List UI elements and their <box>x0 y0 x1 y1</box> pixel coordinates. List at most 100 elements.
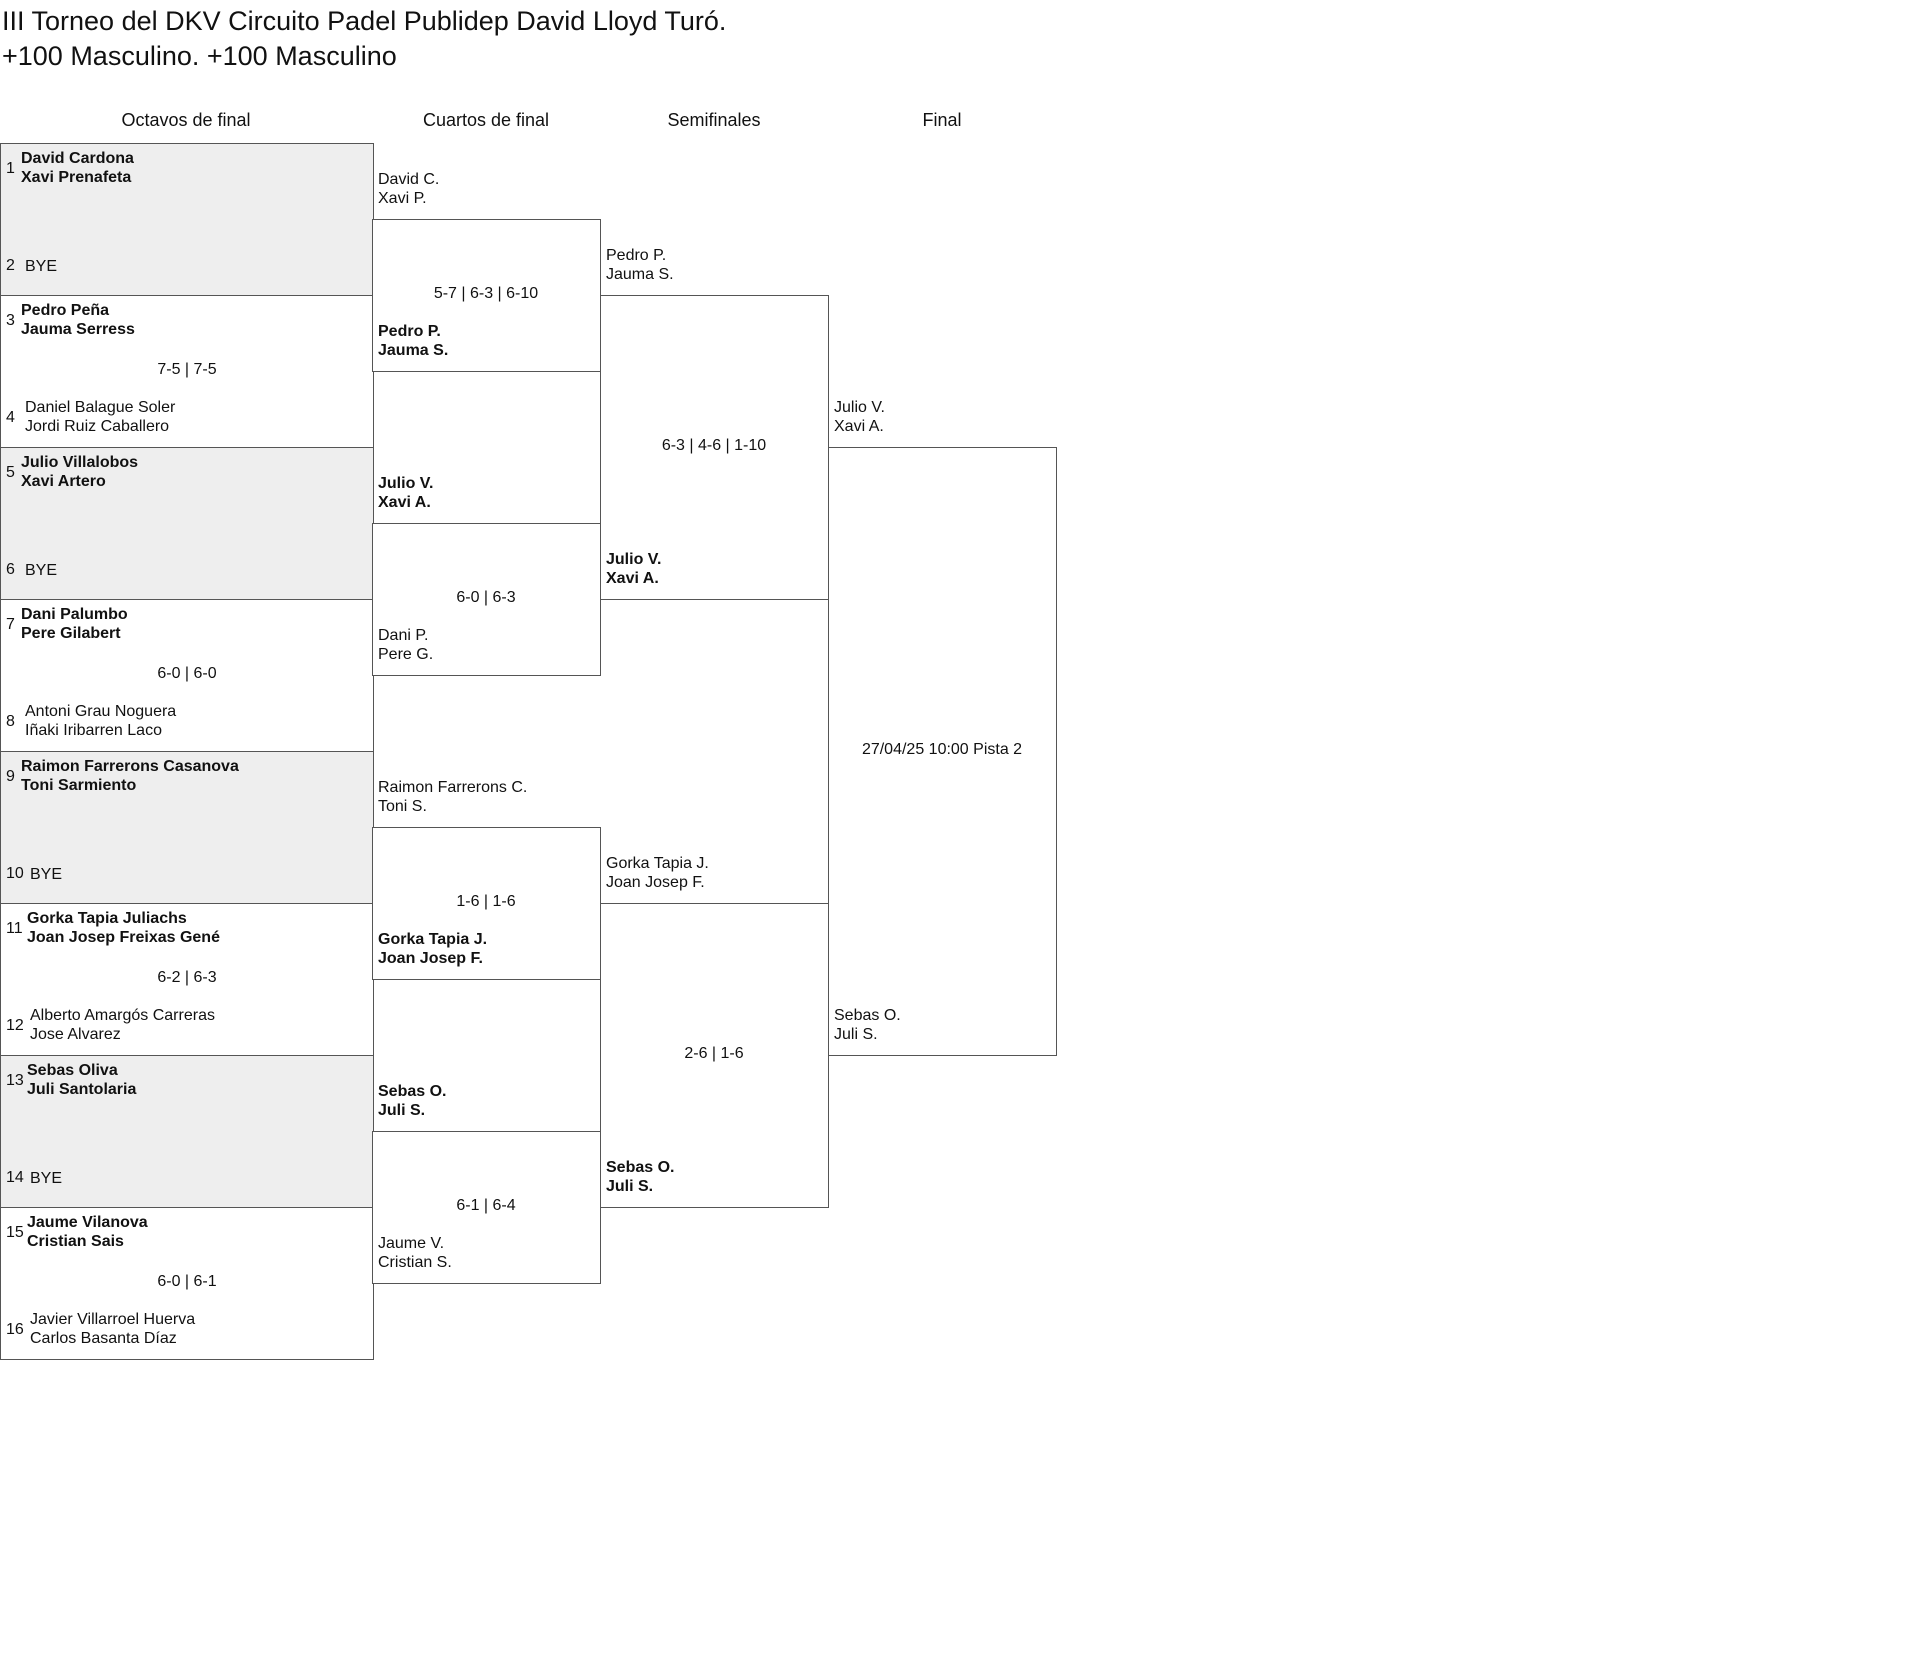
player-name: Pedro P. <box>606 247 667 264</box>
player-name: Xavi P. <box>378 190 427 207</box>
player-name: Julio Villalobos <box>21 454 139 471</box>
player-name: Alberto Amargós Carreras <box>30 1007 215 1024</box>
player-name: Sebas Oliva <box>27 1062 118 1079</box>
player-name: Raimon Farrerons Casanova <box>21 758 239 775</box>
team-bottom: Julio V.Xavi A. <box>606 550 661 588</box>
team-bottom: BYE <box>25 258 58 275</box>
seed-number: 12 <box>6 1017 24 1034</box>
player-name: Cristian Sais <box>27 1233 124 1250</box>
player-name: Jose Alvarez <box>30 1026 121 1043</box>
team-bottom: BYE <box>30 866 63 883</box>
team-top: Gorka Tapia J. Joan Josep F. <box>606 854 709 892</box>
player-name: Jauma S. <box>378 342 449 359</box>
round-header-r16: Octavos de final <box>121 110 251 130</box>
player-name: Xavi A. <box>606 570 659 587</box>
page-subtitle: +100 Masculino. +100 Masculino <box>2 41 397 71</box>
seed-number: 4 <box>6 409 15 426</box>
team-top: David C. Xavi P. <box>378 170 439 208</box>
match-score: 2-6 | 1-6 <box>684 1045 744 1062</box>
match-box-r16 <box>0 1207 374 1360</box>
team-bottom: Gorka Tapia J.Joan Josep F. <box>378 930 487 968</box>
player-name: Sebas O. <box>606 1159 675 1176</box>
match-score: 5-7 | 6-3 | 6-10 <box>433 285 539 302</box>
player-name: Gorka Tapia Juliachs <box>27 910 187 927</box>
seed-number: 5 <box>6 464 15 481</box>
player-name: David Cardona <box>21 150 134 167</box>
match-score: 7-5 | 7-5 <box>157 361 217 378</box>
player-name: Daniel Balague Soler <box>25 399 176 416</box>
player-name: Gorka Tapia J. <box>606 855 709 872</box>
match-box-qf <box>372 219 601 372</box>
team-bottom: Pedro P.Jauma S. <box>378 322 448 360</box>
player-name: Raimon Farrerons C. <box>378 779 528 796</box>
seed-number: 10 <box>6 865 24 882</box>
team-top: Raimon Farrerons C. Toni S. <box>378 778 527 816</box>
round-header-qf: Cuartos de final <box>422 110 550 130</box>
match-score: 6-3 | 4-6 | 1-10 <box>661 437 767 454</box>
player-name: Pere G. <box>378 646 434 663</box>
player-name: Xavi Prenafeta <box>21 169 132 186</box>
seed-number: 1 <box>6 160 15 177</box>
player-name: Sebas O. <box>378 1083 447 1100</box>
match-box-sf <box>600 295 829 600</box>
match-box-r16 <box>0 447 374 600</box>
match-box-r16 <box>0 1055 374 1208</box>
player-name: Juli Santolaria <box>27 1081 137 1098</box>
player-name: Iñaki Iribarren Laco <box>25 722 162 739</box>
match-box-qf <box>372 1131 601 1284</box>
match-box-qf <box>372 523 601 676</box>
player-name: Antoni Grau Noguera <box>25 703 177 720</box>
match-score: 1-6 | 1-6 <box>456 893 516 910</box>
player-name: Joan Josep F. <box>606 874 705 891</box>
team-top: Sebas O. Juli S. <box>378 1082 446 1120</box>
team-bottom: BYE <box>25 562 58 579</box>
seed-number: 16 <box>6 1321 24 1338</box>
player-name: Jaume V. <box>378 1235 445 1252</box>
team-top: Julio V.Xavi A. <box>378 474 433 512</box>
page-title: III Torneo del DKV Circuito Padel Publid… <box>2 6 727 36</box>
player-name: Jauma Serress <box>21 321 135 338</box>
match-score: 6-2 | 6-3 <box>157 969 217 986</box>
team-bottom: BYE <box>30 1170 63 1187</box>
player-name: Cristian S. <box>378 1254 452 1271</box>
seed-number: 14 <box>6 1169 24 1186</box>
match-box-sf <box>600 903 829 1208</box>
match-score: 6-0 | 6-1 <box>157 1273 217 1290</box>
seed-number: 13 <box>6 1072 24 1089</box>
player-name: Julio V. <box>378 475 434 492</box>
player-name: Dani P. <box>378 627 429 644</box>
player-name: Juli S. <box>606 1178 654 1195</box>
player-name: Sebas O. <box>834 1007 901 1024</box>
player-name: Dani Palumbo <box>21 606 128 623</box>
player-name: Javier Villarroel Huerva <box>30 1311 196 1328</box>
player-name: Juli S. <box>378 1102 426 1119</box>
player-name: Xavi Artero <box>21 473 106 490</box>
player-name: Jordi Ruiz Caballero <box>25 418 170 435</box>
player-name: Toni S. <box>378 798 427 815</box>
seed-number: 11 <box>6 920 23 937</box>
player-name: Joan Josep Freixas Gené <box>27 929 220 946</box>
player-name: Toni Sarmiento <box>21 777 137 794</box>
player-name: Jaume Vilanova <box>27 1214 148 1231</box>
match-box-r16 <box>0 143 374 296</box>
match-score: 6-1 | 6-4 <box>456 1197 516 1214</box>
match-score: 6-0 | 6-3 <box>456 589 516 606</box>
player-name: Juli S. <box>834 1026 878 1043</box>
match-box-r16 <box>0 599 374 752</box>
seed-number: 8 <box>6 713 15 730</box>
seed-number: 6 <box>6 561 15 578</box>
seed-number: 2 <box>6 257 15 274</box>
player-name: Pere Gilabert <box>21 625 121 642</box>
team-bottom: Sebas O. Juli S. <box>834 1006 901 1044</box>
player-name: David C. <box>378 171 440 188</box>
player-name: Joan Josep F. <box>378 950 483 967</box>
player-name: Pedro Peña <box>21 302 110 319</box>
team-top: Pedro P.Jauma S. <box>606 246 674 284</box>
